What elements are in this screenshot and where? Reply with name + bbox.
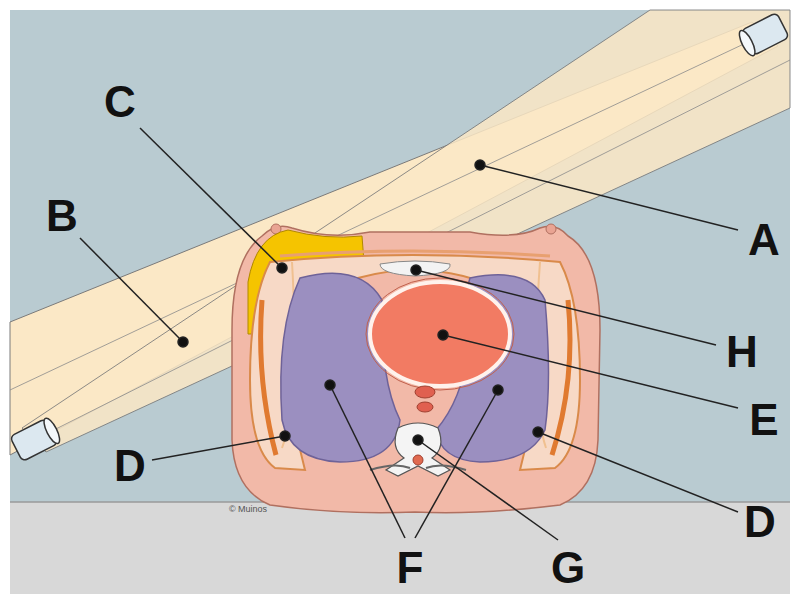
callout-letter: G [551, 546, 585, 590]
callout-letter: B [46, 194, 78, 238]
watermark: © Muinos [229, 505, 267, 514]
beam-axis [34, 60, 790, 440]
spinal-cord [413, 455, 423, 465]
sternum [380, 261, 450, 276]
linac-head [10, 416, 63, 461]
callout-letter: F [397, 546, 424, 590]
lung [281, 273, 400, 462]
vessel [415, 386, 435, 398]
callout-letter: D [114, 444, 146, 488]
callout-letter: D [744, 500, 776, 544]
rib [280, 251, 550, 256]
vessel [417, 402, 433, 412]
nipple [546, 224, 556, 234]
pericardium [366, 278, 514, 390]
vertebra [386, 423, 450, 476]
heart [370, 282, 510, 386]
rib-head [370, 465, 410, 470]
callout-letter: A [748, 218, 780, 262]
treatment-couch [10, 502, 790, 594]
thorax-cross-section [232, 226, 600, 512]
rib [552, 300, 570, 455]
leader-lines [80, 128, 738, 540]
rib [261, 300, 276, 455]
callout-letter: H [726, 330, 758, 374]
room-background [10, 10, 790, 502]
callout-letter: C [104, 80, 136, 124]
linac-head [736, 12, 789, 57]
chest-wall [250, 255, 580, 470]
beam-axis [10, 34, 765, 390]
callout-letter: E [749, 398, 778, 442]
